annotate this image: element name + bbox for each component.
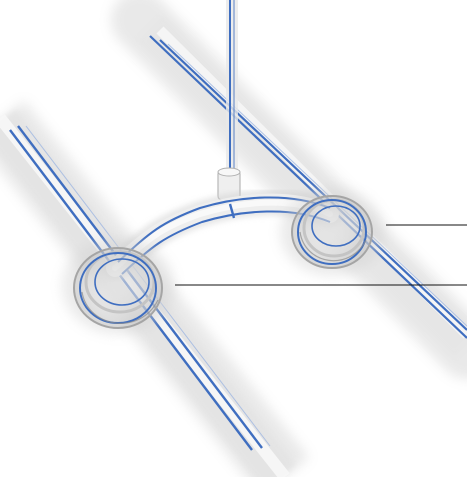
right-ring-clamp [280,188,384,276]
right-tube [140,20,467,350]
left-ring-clamp [62,238,174,334]
right-tube-wire-b [160,40,467,330]
right-tube-wire-a [150,36,467,338]
